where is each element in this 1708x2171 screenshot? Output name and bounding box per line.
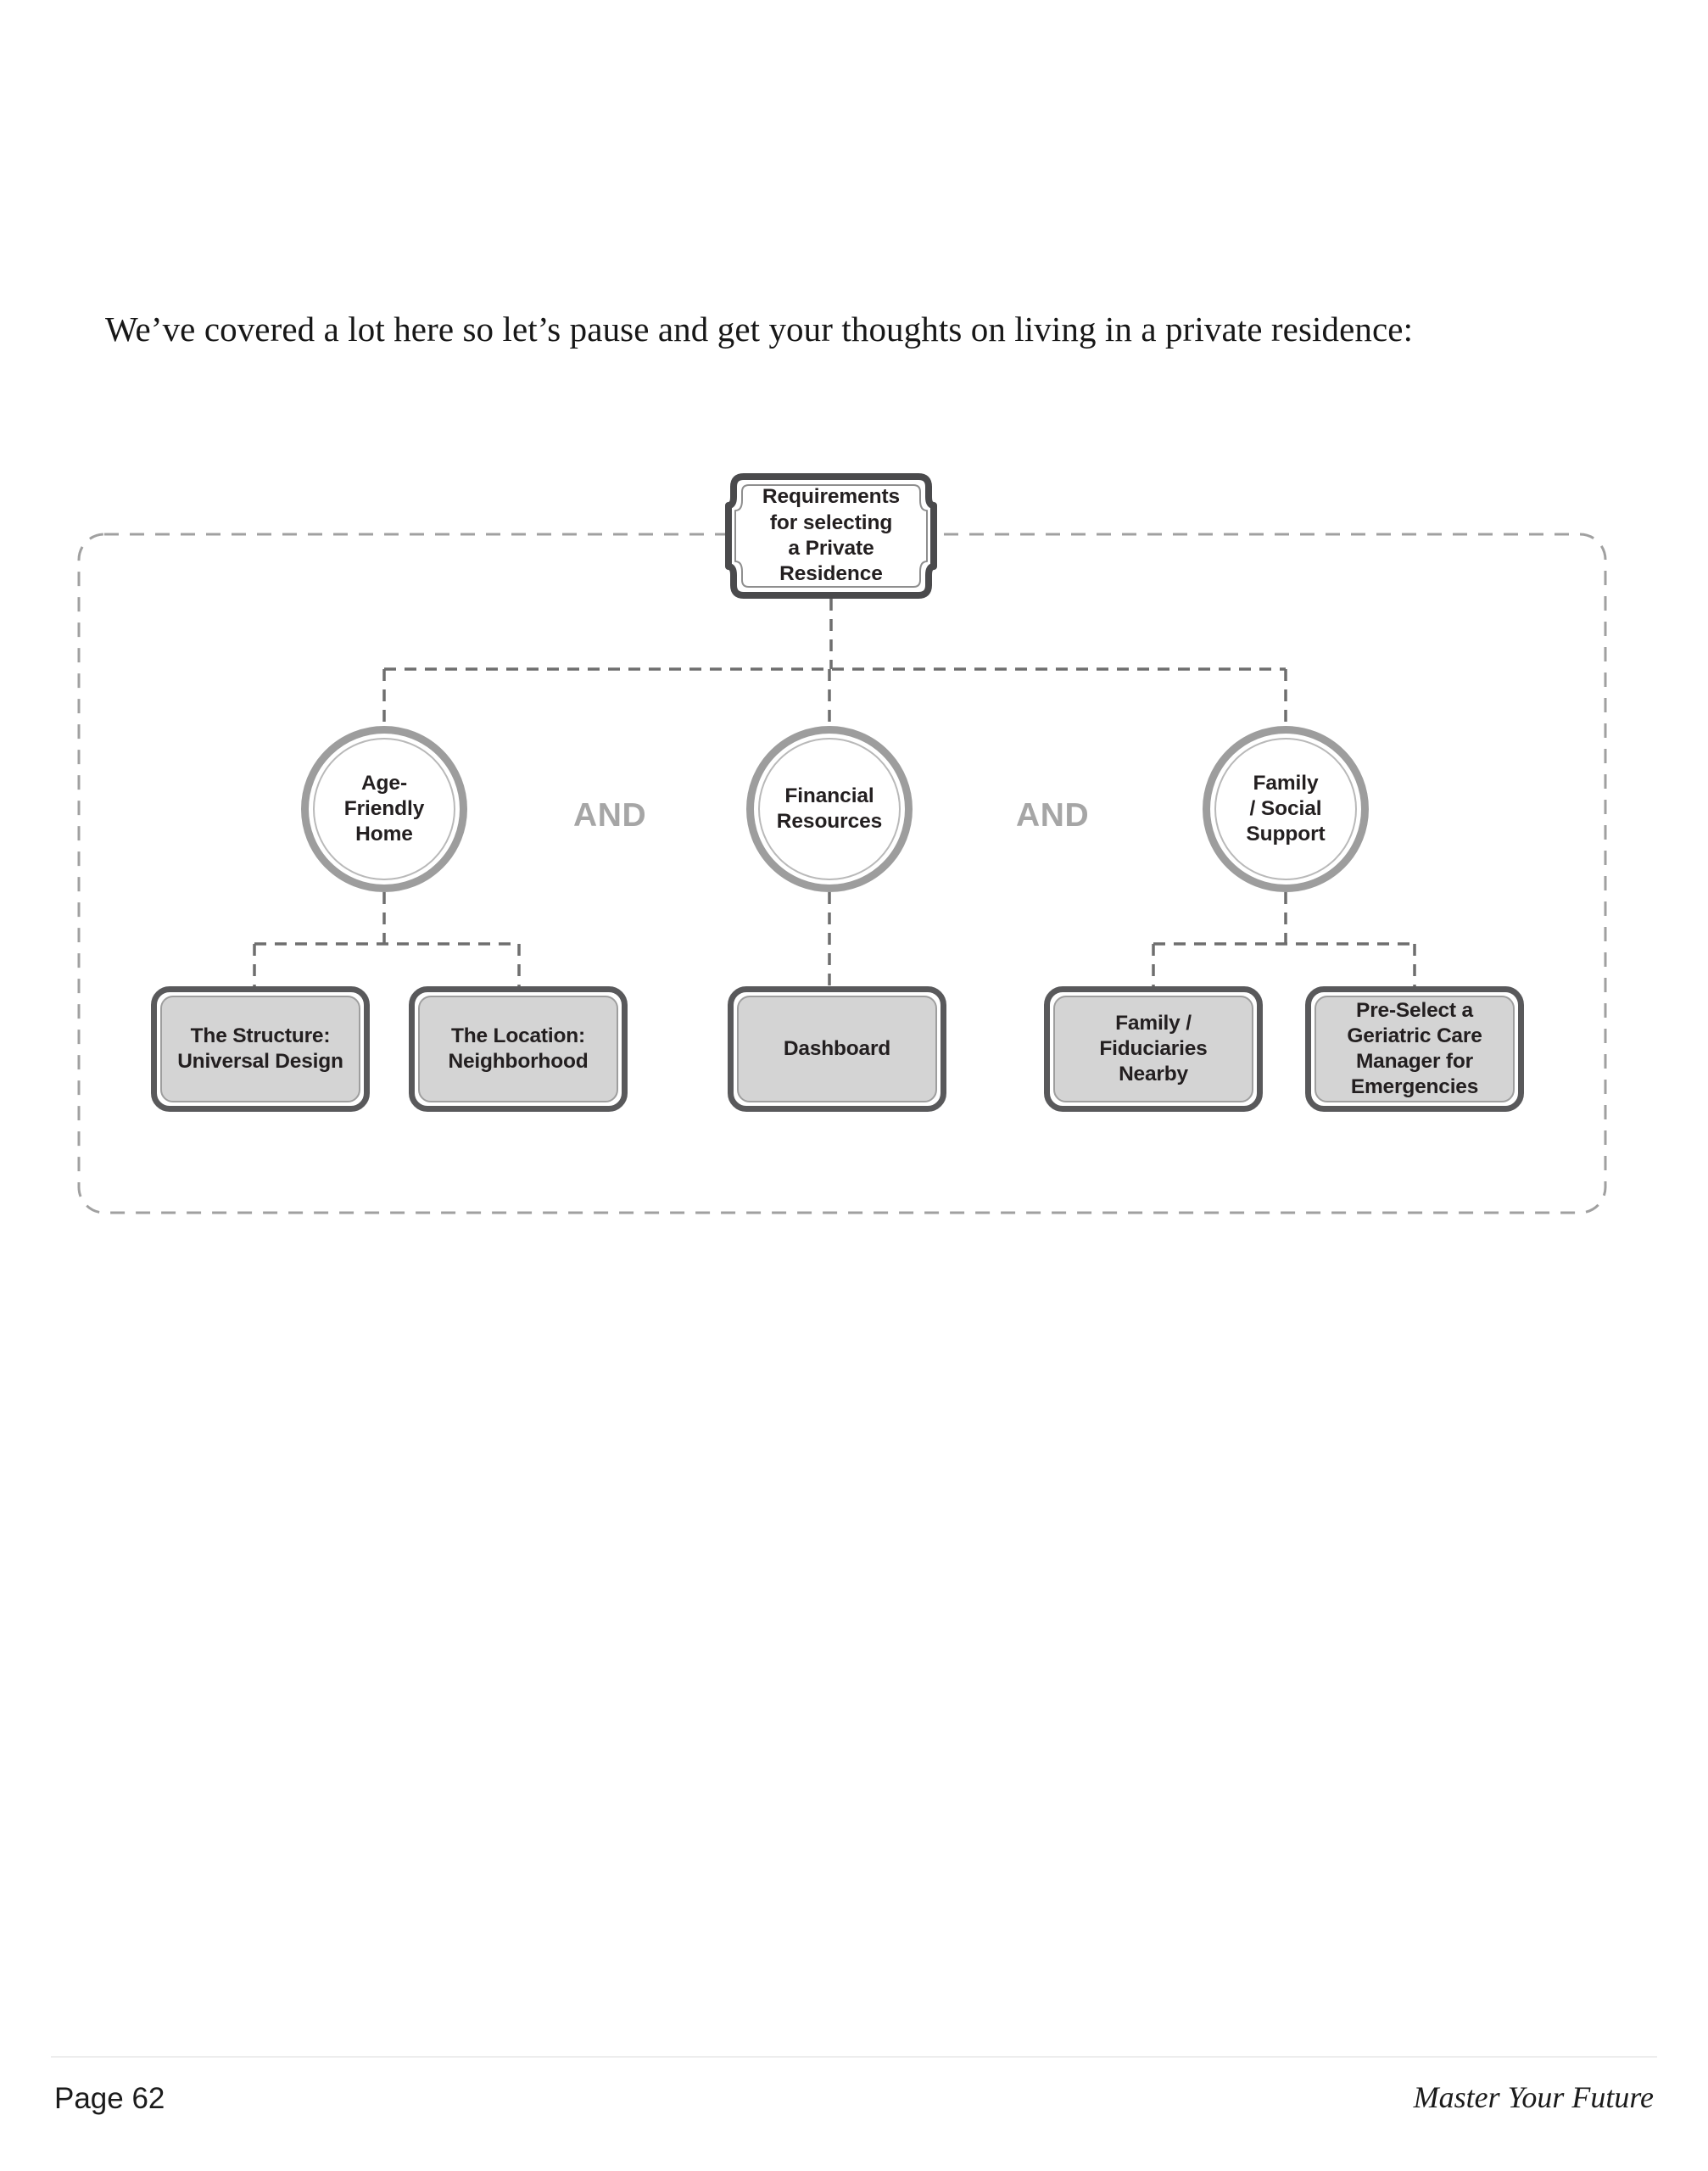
leaf5-line-3: Manager for — [1355, 1050, 1473, 1073]
leaf1-line-2: Universal Design — [177, 1050, 343, 1073]
intro-paragraph: We’ve covered a lot here so let’s pause … — [105, 310, 1414, 349]
root-node-requirements[interactable]: Requirements for selecting a Private Res… — [725, 473, 937, 599]
leaf4-line-2: Fiduciaries — [1099, 1037, 1208, 1061]
and-connector-label-1: AND — [573, 797, 647, 834]
circle-label-family-social-support: Family / Social Support — [1246, 771, 1325, 847]
root-node-label: Requirements for selecting a Private Res… — [725, 473, 937, 599]
leaf-label-pre-select-geriatric-care-manager: Pre-Select a Geriatric Care Manager for … — [1342, 998, 1487, 1100]
circle-node-financial-resources[interactable]: Financial Resources — [746, 726, 913, 892]
leaf-box-family-fiduciaries-nearby[interactable]: Family / Fiduciaries Nearby — [1044, 986, 1263, 1112]
circle3-line-3: Support — [1246, 822, 1326, 846]
leaf-box-dashboard[interactable]: Dashboard — [728, 986, 946, 1112]
circle3-line-1: Family — [1253, 772, 1319, 795]
circle1-line-3: Home — [355, 822, 413, 846]
leaf-label-family-fiduciaries-nearby: Family / Fiduciaries Nearby — [1094, 1011, 1212, 1087]
circle-inner-ring: Age- Friendly Home — [313, 738, 455, 880]
circle2-line-1: Financial — [784, 784, 874, 808]
leaf1-line-1: The Structure: — [190, 1024, 331, 1048]
circle-inner-ring: Family / Social Support — [1214, 738, 1357, 880]
leaf4-line-1: Family / — [1115, 1012, 1192, 1035]
circle3-line-2: / Social — [1249, 797, 1322, 821]
and-connector-label-2: AND — [1016, 797, 1090, 834]
footer-book-title: Master Your Future — [1413, 2080, 1654, 2114]
root-line-1: Requirements — [762, 485, 901, 509]
leaf2-line-2: Neighborhood — [448, 1050, 589, 1073]
leaf-label-dashboard: Dashboard — [779, 1036, 896, 1062]
leaf-inner-panel: Pre-Select a Geriatric Care Manager for … — [1314, 996, 1515, 1102]
circle-label-age-friendly-home: Age- Friendly Home — [344, 771, 425, 847]
circle2-line-2: Resources — [776, 810, 883, 833]
root-line-3: a Private — [788, 537, 874, 560]
leaf-box-pre-select-geriatric-care-manager[interactable]: Pre-Select a Geriatric Care Manager for … — [1305, 986, 1524, 1112]
circle1-line-1: Age- — [360, 772, 408, 795]
leaf-label-the-location: The Location: Neighborhood — [444, 1024, 594, 1074]
leaf5-line-1: Pre-Select a — [1356, 999, 1473, 1023]
plaque-shape — [725, 473, 937, 599]
circle-node-family-social-support[interactable]: Family / Social Support — [1203, 726, 1369, 892]
leaf-label-the-structure: The Structure: Universal Design — [172, 1024, 349, 1074]
leaf-inner-panel: The Structure: Universal Design — [160, 996, 360, 1102]
leaf-inner-panel: The Location: Neighborhood — [418, 996, 618, 1102]
leaf5-line-2: Geriatric Care — [1347, 1024, 1482, 1048]
leaf5-line-4: Emergencies — [1350, 1074, 1479, 1098]
circle1-line-2: Friendly — [343, 797, 425, 821]
leaf-inner-panel: Family / Fiduciaries Nearby — [1053, 996, 1253, 1102]
leaf3-line-1: Dashboard — [783, 1037, 891, 1061]
circle-inner-ring: Financial Resources — [758, 738, 901, 880]
leaf2-line-1: The Location: — [450, 1024, 585, 1048]
circle-node-age-friendly-home[interactable]: Age- Friendly Home — [301, 726, 467, 892]
root-line-2: for selecting — [769, 511, 893, 534]
leaf-inner-panel: Dashboard — [737, 996, 937, 1102]
leaf-box-the-location[interactable]: The Location: Neighborhood — [409, 986, 628, 1112]
root-line-4: Residence — [779, 562, 883, 586]
footer-page-number: Page 62 — [54, 2082, 165, 2115]
leaf4-line-3: Nearby — [1119, 1062, 1188, 1086]
leaf-box-the-structure[interactable]: The Structure: Universal Design — [151, 986, 370, 1112]
circle-label-financial-resources: Financial Resources — [777, 784, 882, 834]
